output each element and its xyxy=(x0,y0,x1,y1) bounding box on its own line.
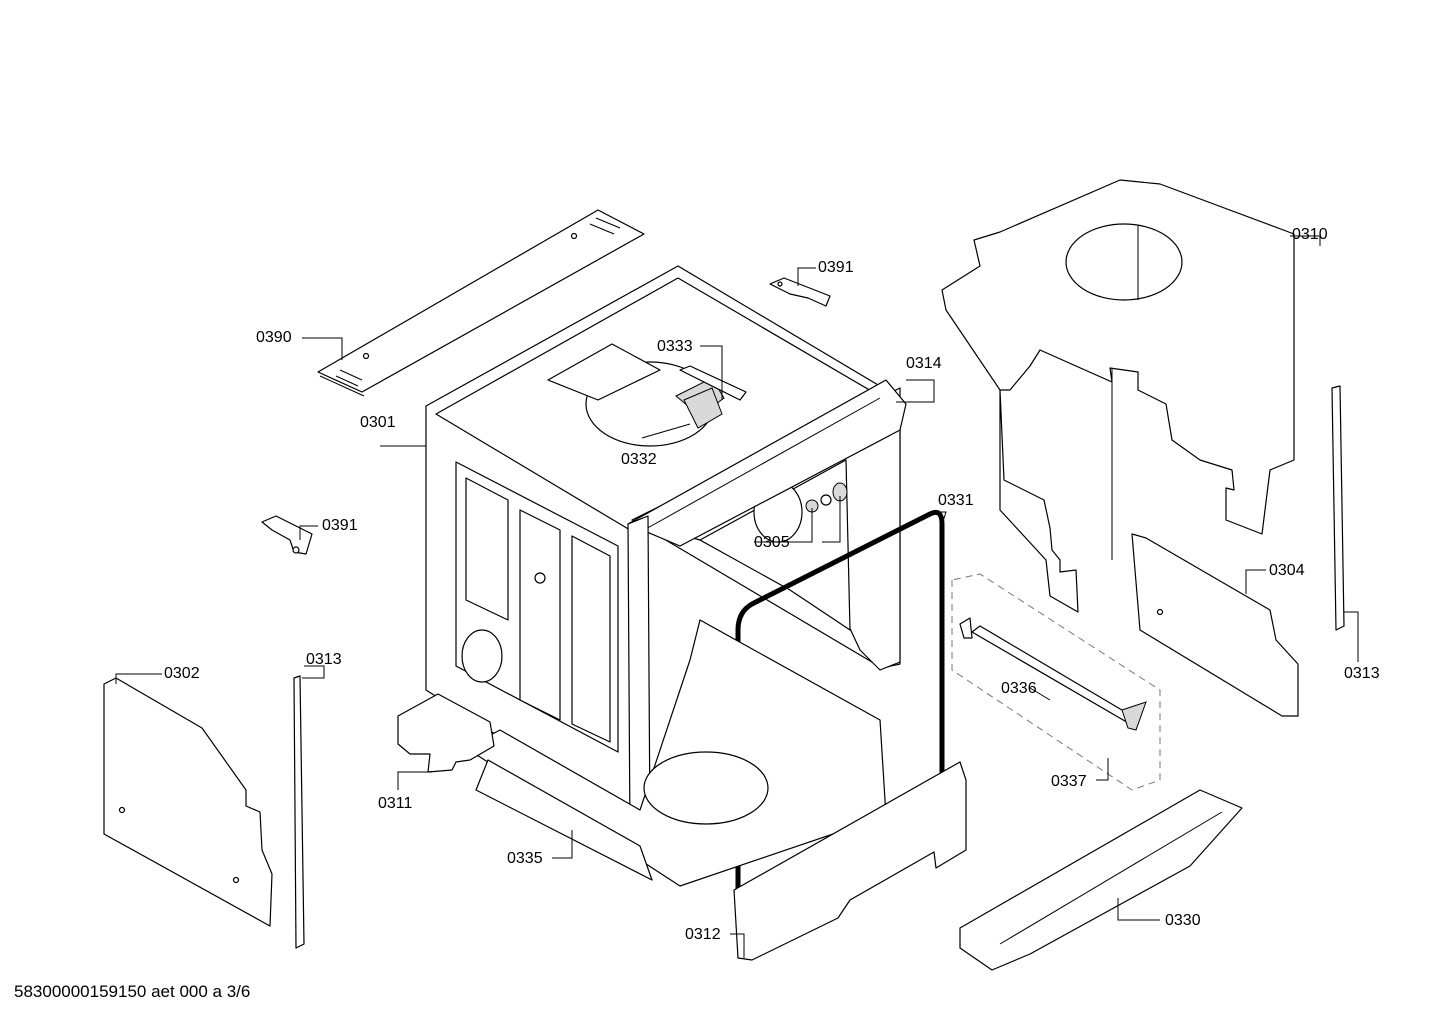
part-0304-rear-panel xyxy=(1131,533,1299,717)
label-0313-left: 0313 xyxy=(306,651,342,668)
label-0336: 0336 xyxy=(1001,680,1037,697)
part-0330-bottom-rail xyxy=(959,789,1243,971)
label-0390: 0390 xyxy=(256,329,292,346)
label-0332: 0332 xyxy=(621,451,657,468)
label-0314: 0314 xyxy=(906,355,942,372)
label-0310: 0310 xyxy=(1292,226,1328,243)
part-0301-tub xyxy=(425,265,901,821)
part-0337-hinge-group xyxy=(951,573,1161,791)
label-0302: 0302 xyxy=(164,665,200,682)
part-0311-insulation-block xyxy=(397,693,495,773)
part-0333-component xyxy=(679,365,747,401)
label-0333: 0333 xyxy=(657,338,693,355)
part-0313-strip-left xyxy=(293,675,305,949)
part-0335-base xyxy=(465,619,887,887)
label-0330: 0330 xyxy=(1165,912,1201,929)
label-0301: 0301 xyxy=(360,414,396,431)
label-0313-right: 0313 xyxy=(1344,665,1380,682)
part-0302-side-panel xyxy=(103,677,273,927)
part-0332-component xyxy=(683,387,723,429)
drawing-reference-footer: 58300000159150 aet 000 a 3/6 xyxy=(14,982,251,1001)
label-0391-top: 0391 xyxy=(818,259,854,276)
label-0331: 0331 xyxy=(938,492,974,509)
part-0305-fittings xyxy=(805,482,848,513)
label-0391-left: 0391 xyxy=(322,517,358,534)
label-0304: 0304 xyxy=(1269,562,1305,579)
part-0390-mounting-rail xyxy=(317,209,645,397)
part-0391-bracket-left xyxy=(261,515,313,555)
part-0313-strip-right xyxy=(1331,385,1345,631)
label-0335: 0335 xyxy=(507,850,543,867)
label-0311: 0311 xyxy=(378,795,413,812)
part-0336-hinge-rod xyxy=(959,617,1147,731)
label-0337: 0337 xyxy=(1051,773,1087,790)
label-0305: 0305 xyxy=(754,534,790,551)
leader-lines xyxy=(115,235,1359,958)
part-0314-frame-rail xyxy=(627,379,907,837)
part-0310-insulation-mat xyxy=(941,179,1295,613)
label-0312: 0312 xyxy=(685,926,721,943)
part-0331-door-seal xyxy=(735,509,945,890)
part-0391-bracket-top xyxy=(769,277,831,307)
part-0312-insulation-strip xyxy=(733,761,967,961)
